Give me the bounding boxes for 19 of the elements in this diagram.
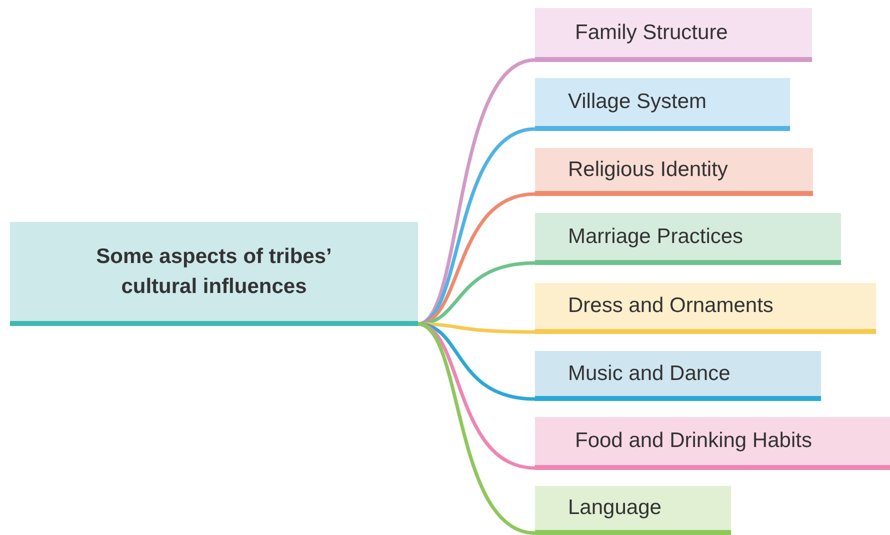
branch-box — [535, 486, 731, 535]
topic-label: Some aspects of tribes’ cultural influences — [95, 244, 333, 300]
topic-box — [10, 222, 418, 326]
branch-label: Religious Identity — [568, 156, 728, 183]
branch-label: Language — [568, 495, 662, 522]
branch-label: Marriage Practices — [568, 224, 744, 250]
branch-box — [535, 351, 821, 401]
branch-label: Village System — [568, 89, 707, 116]
branch-box — [535, 8, 812, 62]
branch-label: Family Structure — [575, 20, 728, 46]
branch-box — [535, 213, 841, 265]
branch-box — [535, 283, 876, 334]
branch-box — [535, 148, 813, 196]
branch-label: Food and Drinking Habits — [575, 428, 812, 454]
branch-box — [535, 417, 890, 470]
branch-label: Music and Dance — [568, 360, 730, 387]
branch-box — [535, 78, 790, 131]
branch-label: Dress and Ornaments — [568, 293, 774, 320]
connector-line — [417, 322, 536, 535]
